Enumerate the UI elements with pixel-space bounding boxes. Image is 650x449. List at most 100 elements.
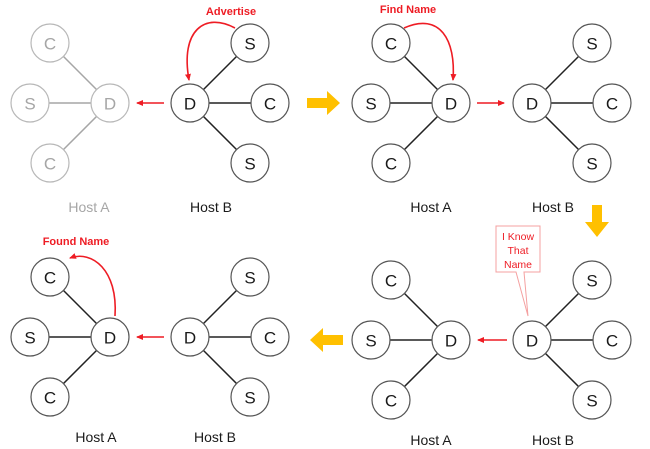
node-circle: [90, 83, 130, 123]
node-circle: [10, 83, 50, 123]
client-node: C: [250, 317, 290, 357]
node-label: S: [24, 95, 35, 114]
node-label: S: [586, 392, 597, 411]
node-label: D: [104, 329, 116, 348]
host-a-label: Host A: [75, 429, 117, 445]
annotation-found-name: Found Name: [43, 236, 110, 248]
daemon-node: D: [512, 83, 552, 123]
client-node: C: [30, 23, 70, 63]
node-circle: [230, 377, 270, 417]
host-a-cluster: D C S C: [351, 260, 471, 420]
client-node: C: [250, 83, 290, 123]
message-curve-arrow: [403, 22, 457, 81]
client-node: C: [30, 257, 70, 297]
daemon-node: D: [170, 83, 210, 123]
node-circle: [592, 320, 632, 360]
daemon-node: D: [512, 320, 552, 360]
node-circle: [512, 320, 552, 360]
node-label: D: [184, 95, 196, 114]
server-node: S: [351, 83, 391, 123]
daemon-node: D: [90, 317, 130, 357]
node-circle: [250, 317, 290, 357]
node-label: S: [365, 95, 376, 114]
callout-text-line: Name: [504, 259, 532, 271]
node-label: C: [44, 389, 56, 408]
client-node: C: [371, 380, 411, 420]
host-b-label: Host B: [194, 429, 236, 445]
daemon-node: D: [90, 83, 130, 123]
server-node: S: [230, 377, 270, 417]
node-circle: [351, 320, 391, 360]
node-circle: [371, 23, 411, 63]
host-a-label: Host A: [410, 199, 452, 215]
node-label: C: [385, 155, 397, 174]
node-label: C: [385, 392, 397, 411]
client-node: C: [30, 377, 70, 417]
node-circle: [371, 380, 411, 420]
host-b-cluster: D S C S: [170, 23, 290, 183]
callout-text-line: That: [507, 245, 528, 257]
node-circle: [30, 257, 70, 297]
annotation-find-name: Find Name: [380, 4, 436, 16]
server-node: S: [572, 380, 612, 420]
node-label: D: [445, 332, 457, 351]
host-a-label: Host A: [68, 199, 110, 215]
node-circle: [572, 260, 612, 300]
node-circle: [10, 317, 50, 357]
node-label: D: [184, 329, 196, 348]
node-label: C: [44, 269, 56, 288]
node-label: C: [44, 35, 56, 54]
host-b-label: Host B: [532, 199, 574, 215]
callout-text-line: I Know: [502, 231, 535, 243]
node-label: S: [365, 332, 376, 351]
node-circle: [431, 320, 471, 360]
node-circle: [572, 23, 612, 63]
node-label: S: [586, 35, 597, 54]
client-node: C: [592, 83, 632, 123]
step-arrow-right: [307, 91, 340, 115]
node-circle: [30, 143, 70, 183]
node-circle: [351, 83, 391, 123]
node-label: S: [24, 329, 35, 348]
host-a-label: Host A: [410, 432, 452, 448]
message-curve-arrow: [69, 253, 116, 317]
server-node: S: [572, 260, 612, 300]
node-circle: [572, 380, 612, 420]
node-label: S: [244, 155, 255, 174]
node-label: C: [385, 272, 397, 291]
client-node: C: [371, 23, 411, 63]
client-node: C: [371, 143, 411, 183]
server-node: S: [230, 143, 270, 183]
node-label: C: [606, 95, 618, 114]
host-b-label: Host B: [532, 432, 574, 448]
host-b-cluster: D S C S: [512, 23, 632, 183]
node-label: S: [244, 35, 255, 54]
client-node: C: [371, 260, 411, 300]
node-label: D: [526, 332, 538, 351]
node-circle: [250, 83, 290, 123]
node-label: C: [385, 35, 397, 54]
node-circle: [90, 317, 130, 357]
host-b-label: Host B: [190, 199, 232, 215]
daemon-node: D: [170, 317, 210, 357]
node-circle: [170, 83, 210, 123]
node-label: D: [104, 95, 116, 114]
node-circle: [230, 143, 270, 183]
node-label: S: [586, 155, 597, 174]
step-arrow-left: [310, 328, 343, 352]
annotation-advertise: Advertise: [206, 6, 256, 18]
node-circle: [371, 143, 411, 183]
node-circle: [431, 83, 471, 123]
client-node: C: [592, 320, 632, 360]
node-label: D: [526, 95, 538, 114]
step-arrow-down: [585, 205, 609, 237]
node-circle: [230, 23, 270, 63]
host-a-cluster: D C S C: [10, 257, 130, 417]
server-node: S: [10, 83, 50, 123]
